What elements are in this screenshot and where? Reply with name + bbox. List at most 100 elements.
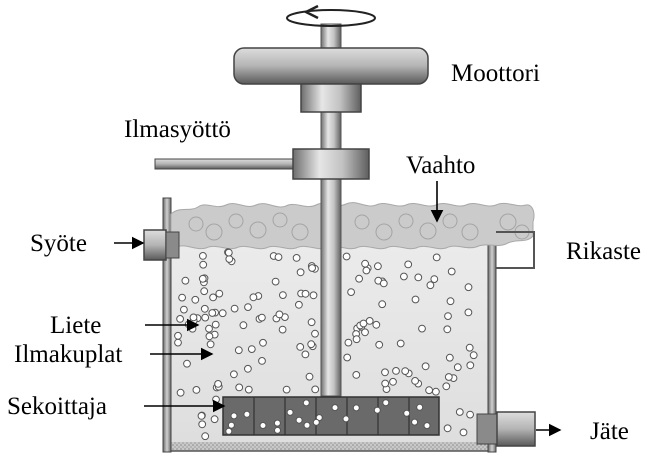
air-bubble xyxy=(382,399,390,407)
air-bubble xyxy=(425,386,434,395)
air-bubble xyxy=(432,387,440,396)
air-bubble xyxy=(301,289,310,298)
air-bubble xyxy=(352,371,361,379)
air-bubble xyxy=(214,380,223,388)
air-bubble xyxy=(205,324,213,333)
tailings-outlet xyxy=(476,411,536,447)
air-bubble xyxy=(466,361,475,370)
air-bubble xyxy=(209,293,218,302)
air-bubble xyxy=(381,368,389,377)
air-bubble xyxy=(373,406,381,414)
air-bubble xyxy=(205,332,214,341)
air-bubble xyxy=(274,426,281,434)
air-bubble xyxy=(183,359,191,368)
air-bubble xyxy=(258,357,266,365)
air-bubble xyxy=(192,386,201,394)
air-bubble xyxy=(259,422,267,429)
air-bubble xyxy=(416,403,424,411)
air-bubble xyxy=(259,338,267,347)
air-bubble xyxy=(443,325,452,334)
air-bubble xyxy=(465,343,474,352)
label-slurry: Liete xyxy=(50,312,101,339)
air-bubble xyxy=(244,303,252,312)
air-bubble xyxy=(342,252,351,261)
air-bubble xyxy=(446,297,455,306)
air-bubble xyxy=(469,351,478,360)
air-bubble xyxy=(201,313,210,322)
air-feed xyxy=(154,148,370,180)
air-bubble xyxy=(396,339,405,348)
air-bubble xyxy=(379,279,388,288)
air-bubble xyxy=(239,321,248,330)
air-bubble xyxy=(249,293,258,302)
air-bubble xyxy=(199,260,208,269)
air-bubble xyxy=(296,268,305,277)
air-bubble xyxy=(181,276,190,285)
label-froth: Vaahto xyxy=(406,152,475,179)
air-bubble xyxy=(307,318,316,327)
air-bubble xyxy=(375,340,384,349)
air-bubble xyxy=(274,253,283,262)
air-bubble xyxy=(230,412,238,420)
impeller xyxy=(222,396,440,436)
air-bubble xyxy=(389,377,397,386)
air-bubble xyxy=(234,346,243,355)
tank-floor xyxy=(171,442,488,451)
air-bubble xyxy=(464,308,473,317)
air-bubble xyxy=(464,283,473,292)
air-bubble xyxy=(361,328,369,337)
air-bubble xyxy=(244,385,253,394)
air-bubble xyxy=(421,362,430,371)
air-bubble xyxy=(275,310,284,319)
concentrate-trough xyxy=(496,231,535,269)
air-bubble xyxy=(444,312,452,321)
air-bubble xyxy=(401,367,410,376)
air-bubble xyxy=(362,266,371,275)
air-bubble xyxy=(442,382,451,391)
air-bubble xyxy=(355,274,364,283)
feed-inlet xyxy=(143,229,180,261)
air-bubble xyxy=(198,420,207,429)
air-bubble xyxy=(301,350,310,359)
air-bubble xyxy=(244,364,252,373)
air-bubble xyxy=(414,273,423,282)
air-bubble xyxy=(174,331,182,340)
label-impeller: Sekoittaja xyxy=(7,393,107,420)
air-bubble xyxy=(247,345,256,354)
air-bubble xyxy=(430,275,439,284)
air-bubble xyxy=(180,305,188,314)
air-bubble xyxy=(189,313,198,322)
air-bubble xyxy=(411,377,420,385)
shaft xyxy=(320,23,342,397)
air-bubble xyxy=(210,415,219,424)
air-bubble xyxy=(200,287,209,296)
air-bubble xyxy=(411,295,420,304)
air-bubble xyxy=(197,412,206,420)
label-air-bubbles: Ilmakuplat xyxy=(14,341,122,368)
air-bubble xyxy=(211,320,220,329)
pointer-arrow-icon xyxy=(114,181,562,437)
air-bubble xyxy=(208,309,217,317)
air-bubble xyxy=(432,253,441,262)
label-concentrate: Rikaste xyxy=(566,238,641,265)
air-bubble xyxy=(311,329,319,338)
air-bubble xyxy=(201,432,210,441)
air-bubble xyxy=(227,421,235,429)
air-bubble xyxy=(215,289,224,298)
air-bubble xyxy=(347,288,356,297)
air-bubble xyxy=(174,338,182,347)
motor-housing xyxy=(300,83,362,113)
air-bubble xyxy=(455,408,464,416)
label-motor: Moottori xyxy=(451,60,540,87)
air-bubble xyxy=(225,255,234,263)
air-bubble xyxy=(308,264,317,272)
air-bubble xyxy=(230,304,239,313)
air-bubble xyxy=(445,353,454,362)
air-bubble xyxy=(271,277,280,286)
air-bubble xyxy=(224,248,233,257)
air-bubble xyxy=(381,379,390,388)
label-tailings: Jäte xyxy=(590,418,629,445)
air-bubble xyxy=(378,300,387,309)
air-bubble xyxy=(352,335,361,344)
air-bubble xyxy=(230,370,238,379)
